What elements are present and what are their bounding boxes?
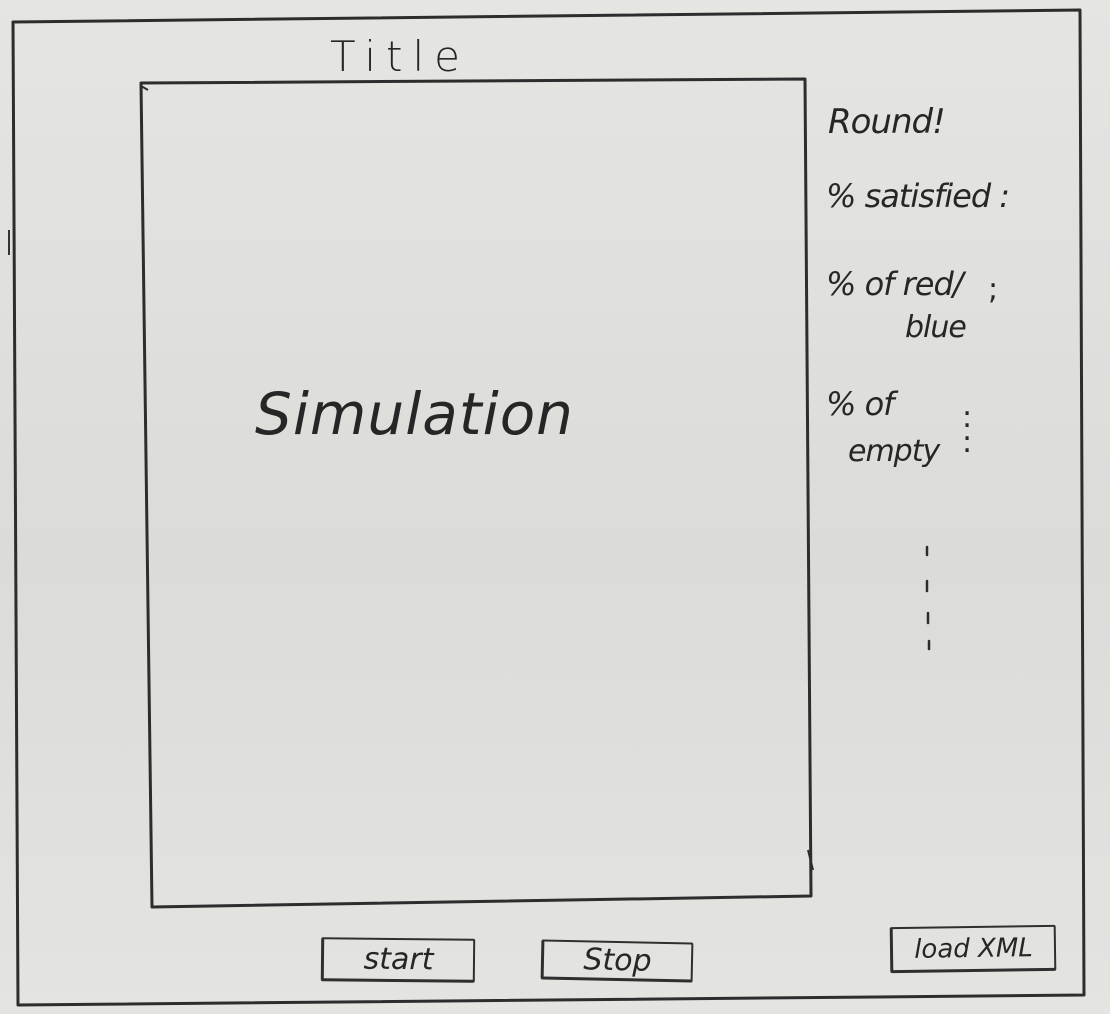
round-label: Round!: [828, 102, 946, 142]
more-stats-ellipsis: [925, 545, 931, 651]
simulation-canvas-border: [139, 77, 813, 909]
simulation-canvas[interactable]: [152, 90, 804, 900]
red-blue-colon: ;: [988, 272, 999, 307]
window-border: [11, 8, 1086, 1007]
start-button[interactable]: start: [320, 937, 476, 983]
simulation-label: Simulation: [255, 380, 574, 448]
red-blue-label-line2: blue: [905, 310, 967, 345]
empty-label-line1: % of: [826, 385, 894, 423]
red-blue-label-line1: % of red/: [826, 265, 964, 303]
empty-colon-bottom: :: [962, 425, 973, 460]
stop-button[interactable]: Stop: [540, 939, 694, 983]
window-title: Title: [330, 32, 471, 81]
satisfied-label: % satisfied :: [826, 177, 1010, 215]
empty-colon-top: :: [962, 400, 973, 435]
empty-label-line2: empty: [848, 434, 940, 469]
load-xml-button[interactable]: load XML: [889, 924, 1057, 974]
